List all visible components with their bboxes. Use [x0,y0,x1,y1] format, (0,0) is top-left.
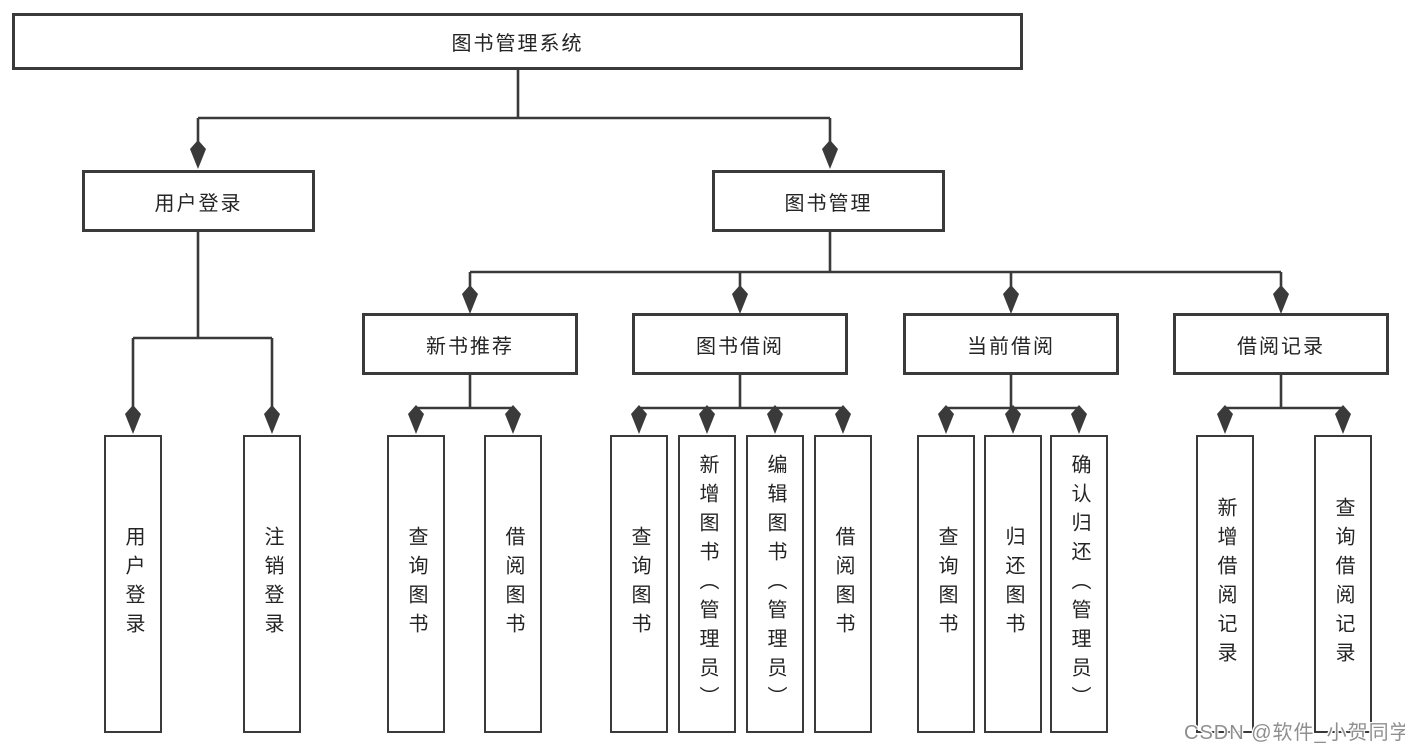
node-nbr-borrow-books: 借阅图书 [484,435,542,733]
node-label: 新增图书（管理员） [696,453,718,715]
connector-book-borrow-children [631,375,851,434]
node-label: 查询图书 [935,526,957,642]
node-library-management-system: 图书管理系统 [12,13,1023,70]
node-label: 查询图书 [405,526,427,642]
node-label: 查询图书 [628,526,650,642]
node-cb-query-books: 查询图书 [917,435,975,733]
connector-root-to-level1 [190,70,838,169]
node-book-borrow: 图书借阅 [632,313,848,375]
node-logout: 注销登录 [243,435,301,733]
node-br-add-record: 新增借阅记录 [1196,435,1254,733]
node-label: 新增借阅记录 [1214,497,1236,671]
connector-borrow-records-children [1217,375,1351,434]
node-label: 确认归还（管理员） [1068,453,1090,715]
node-new-book-recommend: 新书推荐 [362,313,578,375]
node-br-query-record: 查询借阅记录 [1314,435,1372,733]
node-borrow-records: 借阅记录 [1173,313,1389,375]
node-bb-add-books-admin: 新增图书（管理员） [678,435,736,733]
csdn-watermark: CSDN @软件_小贺同学 [1184,722,1405,744]
node-cb-confirm-return-admin: 确认归还（管理员） [1050,435,1108,733]
connector-current-borrow-children [938,375,1087,434]
node-label: 注销登录 [261,526,283,642]
node-label: 图书管理系统 [451,33,584,55]
node-label: 归还图书 [1002,526,1024,642]
node-nbr-query-books: 查询图书 [387,435,445,733]
node-bb-edit-books-admin: 编辑图书（管理员） [746,435,804,733]
connector-book-management-children [462,232,1289,314]
node-cb-return-books: 归还图书 [984,435,1042,733]
node-label: 借阅记录 [1237,335,1325,358]
node-label: 图书借阅 [696,335,784,358]
node-label: 查询借阅记录 [1332,497,1354,671]
node-label: 用户登录 [122,526,144,642]
node-book-management: 图书管理 [712,170,945,232]
node-current-borrow: 当前借阅 [903,313,1119,375]
node-login: 用户登录 [104,435,162,733]
node-user-login: 用户登录 [82,170,315,232]
node-label: 当前借阅 [967,335,1055,358]
node-label: 新书推荐 [426,335,514,358]
node-bb-borrow-books: 借阅图书 [814,435,872,733]
node-label: 用户登录 [154,192,243,215]
node-label: 图书管理 [784,192,873,215]
connector-new-book-recommend-children [408,375,521,434]
node-label: 编辑图书（管理员） [764,453,786,715]
connector-user-login-children [125,232,280,434]
node-label: 借阅图书 [502,526,524,642]
node-bb-query-books: 查询图书 [610,435,668,733]
node-label: 借阅图书 [832,526,854,642]
